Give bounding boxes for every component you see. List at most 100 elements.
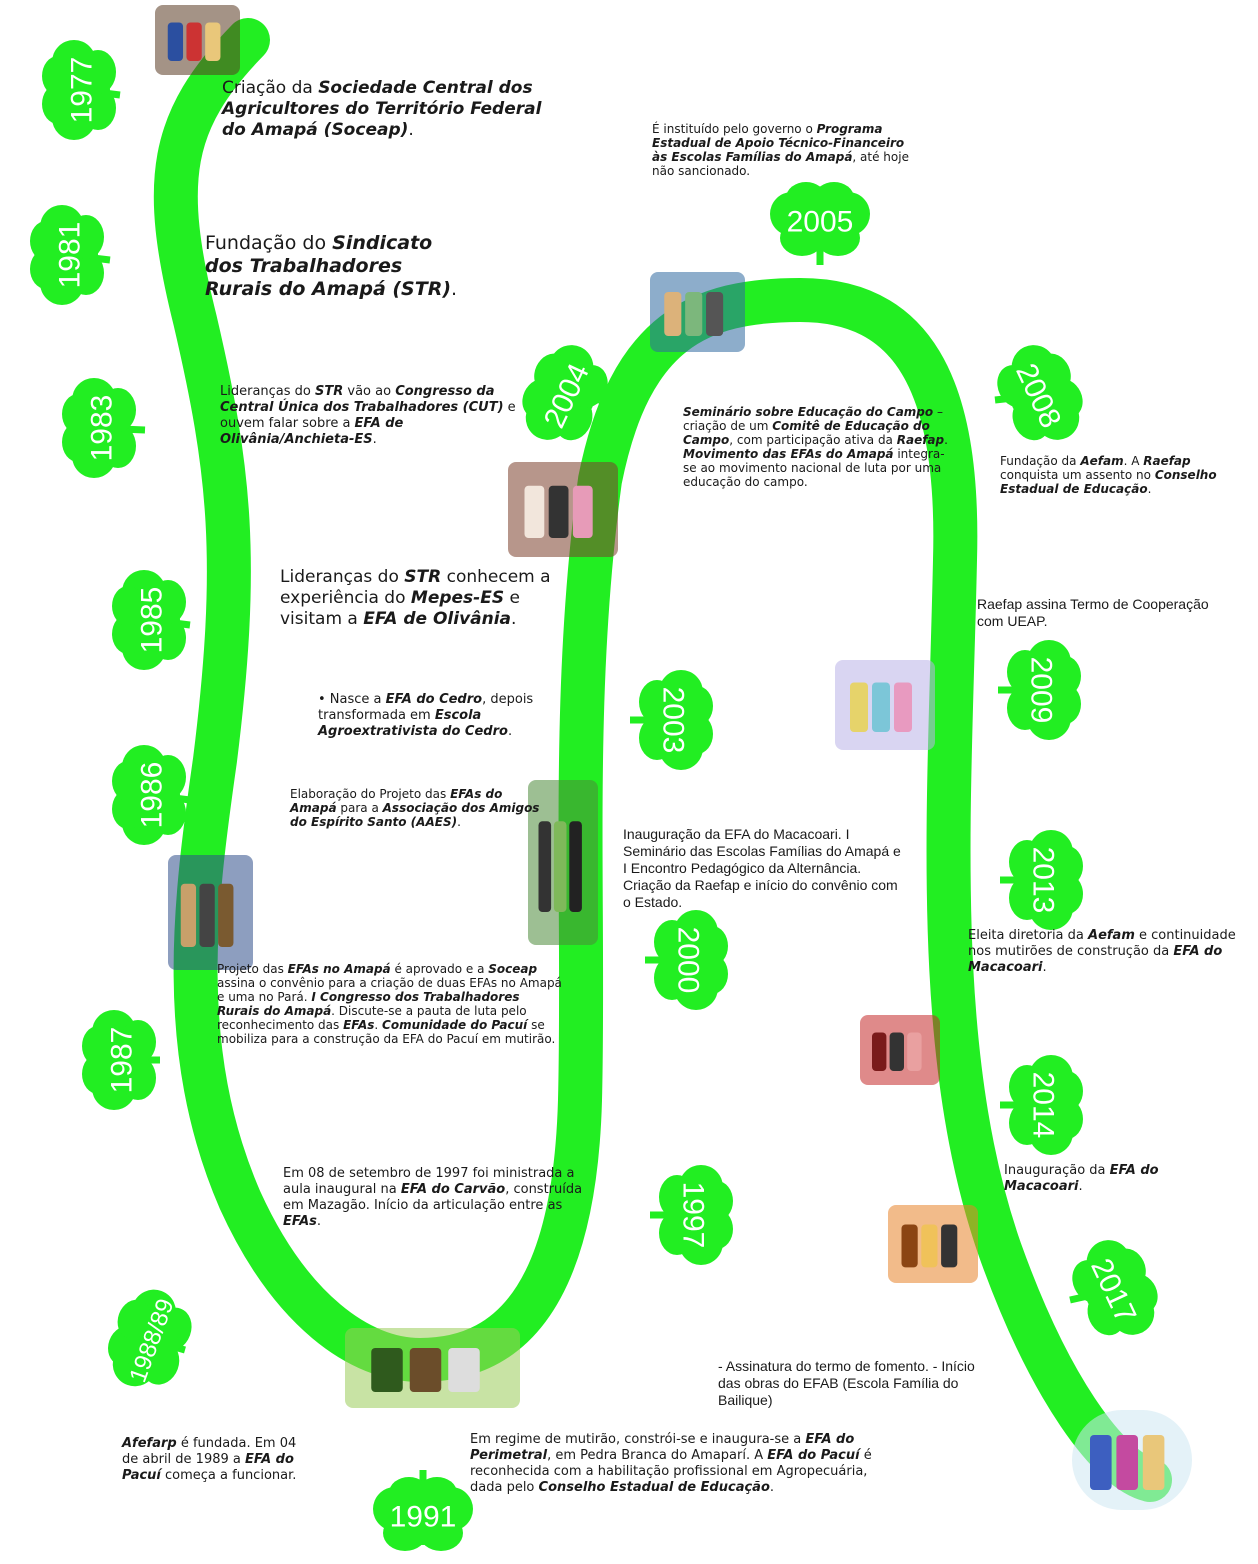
tree-crown: 1991: [373, 1477, 473, 1551]
year-label-2003: 2003: [657, 687, 690, 754]
family-walking-illustration: [650, 272, 745, 352]
note-segment: Mepes-ES: [410, 588, 505, 608]
note-segment: Escola Agroextrativista do Cedro: [318, 708, 508, 739]
year-label-2000: 2000: [672, 927, 705, 994]
tree-crown: 1981: [30, 205, 104, 305]
note-segment: EFA do Perimetral: [470, 1432, 855, 1463]
year-node-1991: 1991: [373, 1470, 473, 1551]
wheelbarrow-illustration: [528, 780, 598, 945]
note-segment: EFA do Pacuí: [122, 1452, 294, 1483]
note-1991: Em regime de mutirão, constrói-se e inau…: [470, 1432, 890, 1496]
note-segment: Soceap: [488, 962, 538, 976]
tree-crown: 1983: [62, 378, 136, 478]
note-segment: assina o convênio para a criação de duas…: [217, 976, 562, 1004]
note-segment: , construída em Mazagão. Início da artic…: [283, 1182, 583, 1213]
note-segment: EFA do Carvão: [400, 1182, 506, 1197]
note-2014: Inauguração da EFA do Macacoari.: [1004, 1163, 1184, 1195]
note-segment: conquista um assento no: [1000, 468, 1155, 482]
note-segment: Eleita diretoria da: [968, 928, 1089, 943]
note-segment: • Nasce a: [318, 692, 386, 707]
cow-illustration: [508, 462, 618, 557]
note-segment: EFA do Macacoari: [968, 944, 1223, 975]
note-segment: vão ao: [343, 384, 396, 399]
year-node-1977: 1977: [42, 40, 121, 140]
orange-house-illustration: [888, 1205, 978, 1283]
tree-crown: 1987: [82, 1010, 156, 1110]
note-2017: - Assinatura do termo de fomento. - Iníc…: [718, 1358, 998, 1409]
note-segment: EFA do Pacuí: [767, 1448, 860, 1463]
note-segment: Fundação do: [205, 232, 333, 254]
year-node-2000: 2000: [645, 910, 728, 1010]
note-segment: EFAs: [283, 1214, 317, 1229]
year-label-2005: 2005: [787, 206, 854, 239]
note-1987: Projeto das EFAs no Amapá é aprovado e a…: [217, 962, 562, 1046]
note-1985: Lideranças do STR conhecem a experiência…: [280, 567, 570, 630]
note-segment: .: [944, 433, 948, 447]
year-node-1997: 1997: [650, 1165, 733, 1265]
note-segment: , em Pedra Branca do Amaparí. A: [547, 1448, 768, 1463]
year-label-1977: 1977: [66, 57, 99, 124]
year-node-2017: 2017: [1069, 1240, 1158, 1336]
note-1977: Criação da Sociedade Central dos Agricul…: [222, 78, 552, 141]
note-segment: Afefarp: [122, 1436, 177, 1451]
note-segment: Elaboração do Projeto das: [290, 787, 451, 801]
children-playing-illustration: [1072, 1410, 1192, 1510]
tree-crown: 2008: [997, 345, 1083, 441]
note-segment: .: [374, 1018, 383, 1032]
year-node-2003: 2003: [630, 670, 713, 770]
tree-crown: 2017: [1072, 1240, 1158, 1336]
note-segment: é reconhecida com a habilitação profissi…: [470, 1448, 872, 1495]
note-segment: conhecem a experiência do: [280, 567, 551, 608]
year-node-1988: 1988/89: [108, 1289, 192, 1387]
note-segment: Comunidade do Pacuí: [382, 1018, 528, 1032]
note-segment: .: [769, 1480, 775, 1495]
note-segment: .: [1042, 960, 1047, 975]
note-1981: Fundação do Sindicato dos Trabalhadores …: [205, 232, 465, 301]
year-node-1983: 1983: [62, 378, 146, 478]
note-segment: começa a funcionar.: [160, 1468, 297, 1483]
note-segment: Inauguração da: [1004, 1163, 1110, 1178]
note-segment: Inauguração da EFA do Macacoari. I Semin…: [623, 826, 901, 910]
tree-crown: 2004: [522, 345, 608, 441]
note-1997: Em 08 de setembro de 1997 foi ministrada…: [283, 1166, 603, 1230]
note-1986a: • Nasce a EFA do Cedro, depois transform…: [318, 692, 568, 740]
year-label-1987: 1987: [106, 1027, 139, 1094]
year-label-1986: 1986: [136, 762, 169, 829]
note-segment: STR: [315, 384, 344, 399]
note-2008: Fundação da Aefam. A Raefap conquista um…: [1000, 454, 1250, 496]
tree-crown: 2000: [654, 910, 728, 1010]
note-segment: Seminário sobre Educação do Campo: [683, 405, 934, 419]
note-segment: . A: [1123, 454, 1144, 468]
note-segment: EFAs: [343, 1018, 375, 1032]
year-label-2014: 2014: [1027, 1072, 1060, 1139]
year-node-1981: 1981: [30, 205, 111, 305]
note-segment: .: [451, 278, 458, 300]
timeline-track: [153, 18, 1172, 1502]
note-2000: Inauguração da EFA do Macacoari. I Semin…: [623, 826, 903, 911]
note-segment: Congresso da Central Única dos Trabalhad…: [220, 384, 504, 415]
tree-crown: 2009: [1007, 640, 1081, 740]
note-segment: Lideranças do: [280, 567, 405, 587]
note-segment: é aprovado e a: [390, 962, 489, 976]
note-2009: Raefap assina Termo de Cooperação com UE…: [977, 596, 1217, 630]
note-segment: Em 08 de setembro de 1997 foi ministrada…: [283, 1166, 575, 1197]
note-segment: , até hoje não sancionado.: [652, 150, 909, 178]
note-segment: Sociedade Central dos Agricultores do Te…: [222, 78, 542, 140]
note-segment: integra-se ao movimento nacional de luta…: [683, 447, 945, 489]
note-segment: EFAs do Amapá: [290, 787, 503, 815]
note-segment: Fundação da: [1000, 454, 1081, 468]
pickup-truck-illustration: [345, 1328, 520, 1408]
note-2004: Seminário sobre Educação do Campo – cria…: [683, 405, 953, 489]
note-segment: STR: [404, 567, 442, 587]
year-label-1983: 1983: [86, 395, 119, 462]
note-segment: para a: [336, 801, 383, 815]
note-segment: é fundada. Em 04 de abril de 1989 a: [122, 1436, 297, 1467]
note-segment: Sindicato dos Trabalhadores Rurais do Am…: [205, 232, 452, 300]
note-segment: Raefap: [1143, 454, 1191, 468]
tree-crown: 1988/89: [108, 1289, 192, 1387]
tree-crown: 1986: [112, 745, 186, 845]
note-segment: Em regime de mutirão, constrói-se e inau…: [470, 1432, 806, 1447]
note-segment: Conselho Estadual de Educação: [538, 1480, 770, 1495]
